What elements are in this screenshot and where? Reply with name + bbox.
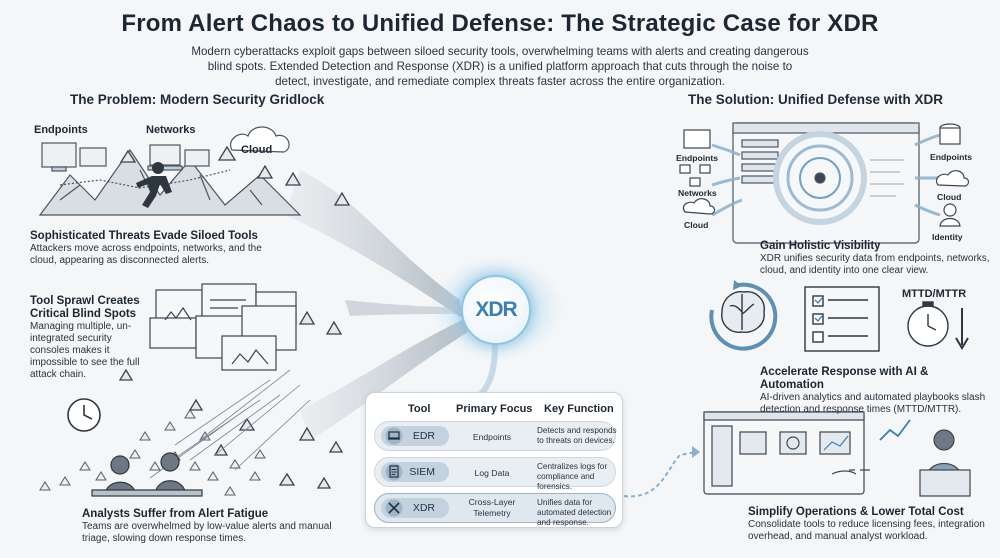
table-header-focus: Primary Focus [456,403,533,415]
tool-name: XDR [412,502,435,514]
key-function: Unifies data for automated detection and… [537,498,612,527]
table-row: SIEM Log Data Centralizes logs for compl… [374,457,616,491]
gridlock-scene [38,126,302,216]
block-title: Gain Holistic Visibility [760,240,881,252]
primary-focus: Cross-Layer Telemetry [468,497,516,518]
problem-block-tool-sprawl: Tool Sprawl Creates Critical Blind Spots… [30,295,148,381]
analysts-figures [91,452,203,497]
tool-pill: SIEM [381,462,449,482]
table-header-tool: Tool [408,403,431,415]
label-cloud-right: Cloud [937,192,962,202]
threat-stream-bottom [300,320,468,440]
table-row: EDR Endpoints Detects and responds to th… [374,421,617,451]
laptop-icon [385,427,403,445]
key-function: Detects and responds to threats on devic… [537,426,617,445]
label-networks: Networks [146,124,196,136]
block-title: Analysts Suffer from Alert Fatigue [82,508,269,520]
label-endpoints-right: Endpoints [930,152,973,162]
block-title: Sophisticated Threats Evade Siloed Tools [30,230,258,242]
problem-block-threats: Sophisticated Threats Evade Siloed Tools… [30,230,270,267]
key-function: Centralizes logs for compliance and fore… [537,462,608,491]
mttd-mttr-label: MTTD/MTTR [902,288,967,300]
label-endpoints: Endpoints [34,124,88,136]
block-desc: Attackers move across endpoints, network… [30,243,262,266]
source-icons-right [936,123,970,227]
visibility-dashboard [732,122,920,244]
alert-triangles [118,145,351,489]
primary-focus: Log Data [474,468,510,478]
block-title: Tool Sprawl Creates Critical Blind Spots [30,295,140,320]
block-desc: XDR unifies security data from endpoints… [760,253,990,276]
table-header-function: Key Function [544,403,614,415]
block-desc: Consolidate tools to reduce licensing fe… [748,519,985,542]
attacker-figure [136,162,172,208]
solution-block-visibility: Gain Holistic Visibility XDR unifies sec… [760,240,990,277]
label-endpoints-left: Endpoints [676,153,719,163]
problem-block-alert-fatigue: Analysts Suffer from Alert Fatigue Teams… [82,508,347,545]
page-subtitle: Modern cyberattacks exploit gaps between… [191,45,809,88]
block-title: Accelerate Response with AI & Automation [760,366,929,391]
source-icons-left [679,129,716,215]
comparison-table: Tool Primary Focus Key Function EDR Endp… [365,392,623,528]
tool-name: EDR [412,430,435,442]
simplify-ops-scene [703,411,971,497]
threat-stream-top [285,170,462,318]
label-identity-right: Identity [932,232,963,242]
log-document-icon [385,463,403,481]
table-to-solution-arrow [623,451,697,498]
tool-name: SIEM [409,466,435,478]
clock-icon [67,398,101,432]
label-cloud: Cloud [241,144,273,156]
tool-pill: EDR [381,426,449,446]
xdr-hub: XDR [461,275,531,345]
xdr-cross-icon [385,499,403,517]
block-desc: AI-driven analytics and automated playbo… [760,392,986,415]
block-desc: Teams are overwhelmed by low-value alert… [82,521,332,544]
label-cloud-left: Cloud [684,220,709,230]
ai-automation-icons [709,280,969,352]
tool-sprawl-consoles [149,283,297,371]
block-desc: Managing multiple, un-integrated securit… [30,321,140,380]
problem-heading: The Problem: Modern Security Gridlock [70,92,325,107]
table-row-highlighted: XDR Cross-Layer Telemetry Unifies data f… [374,493,616,527]
page-title: From Alert Chaos to Unified Defense: The… [121,10,879,37]
solution-block-simplify: Simplify Operations & Lower Total Cost C… [748,506,988,543]
primary-focus: Endpoints [472,432,512,442]
solution-block-ai: Accelerate Response with AI & Automation… [760,366,990,416]
rain-streaks [149,369,311,479]
tool-pill: XDR [381,498,449,518]
block-title: Simplify Operations & Lower Total Cost [748,506,964,518]
solution-heading: The Solution: Unified Defense with XDR [688,92,944,107]
label-networks-left: Networks [678,188,717,198]
